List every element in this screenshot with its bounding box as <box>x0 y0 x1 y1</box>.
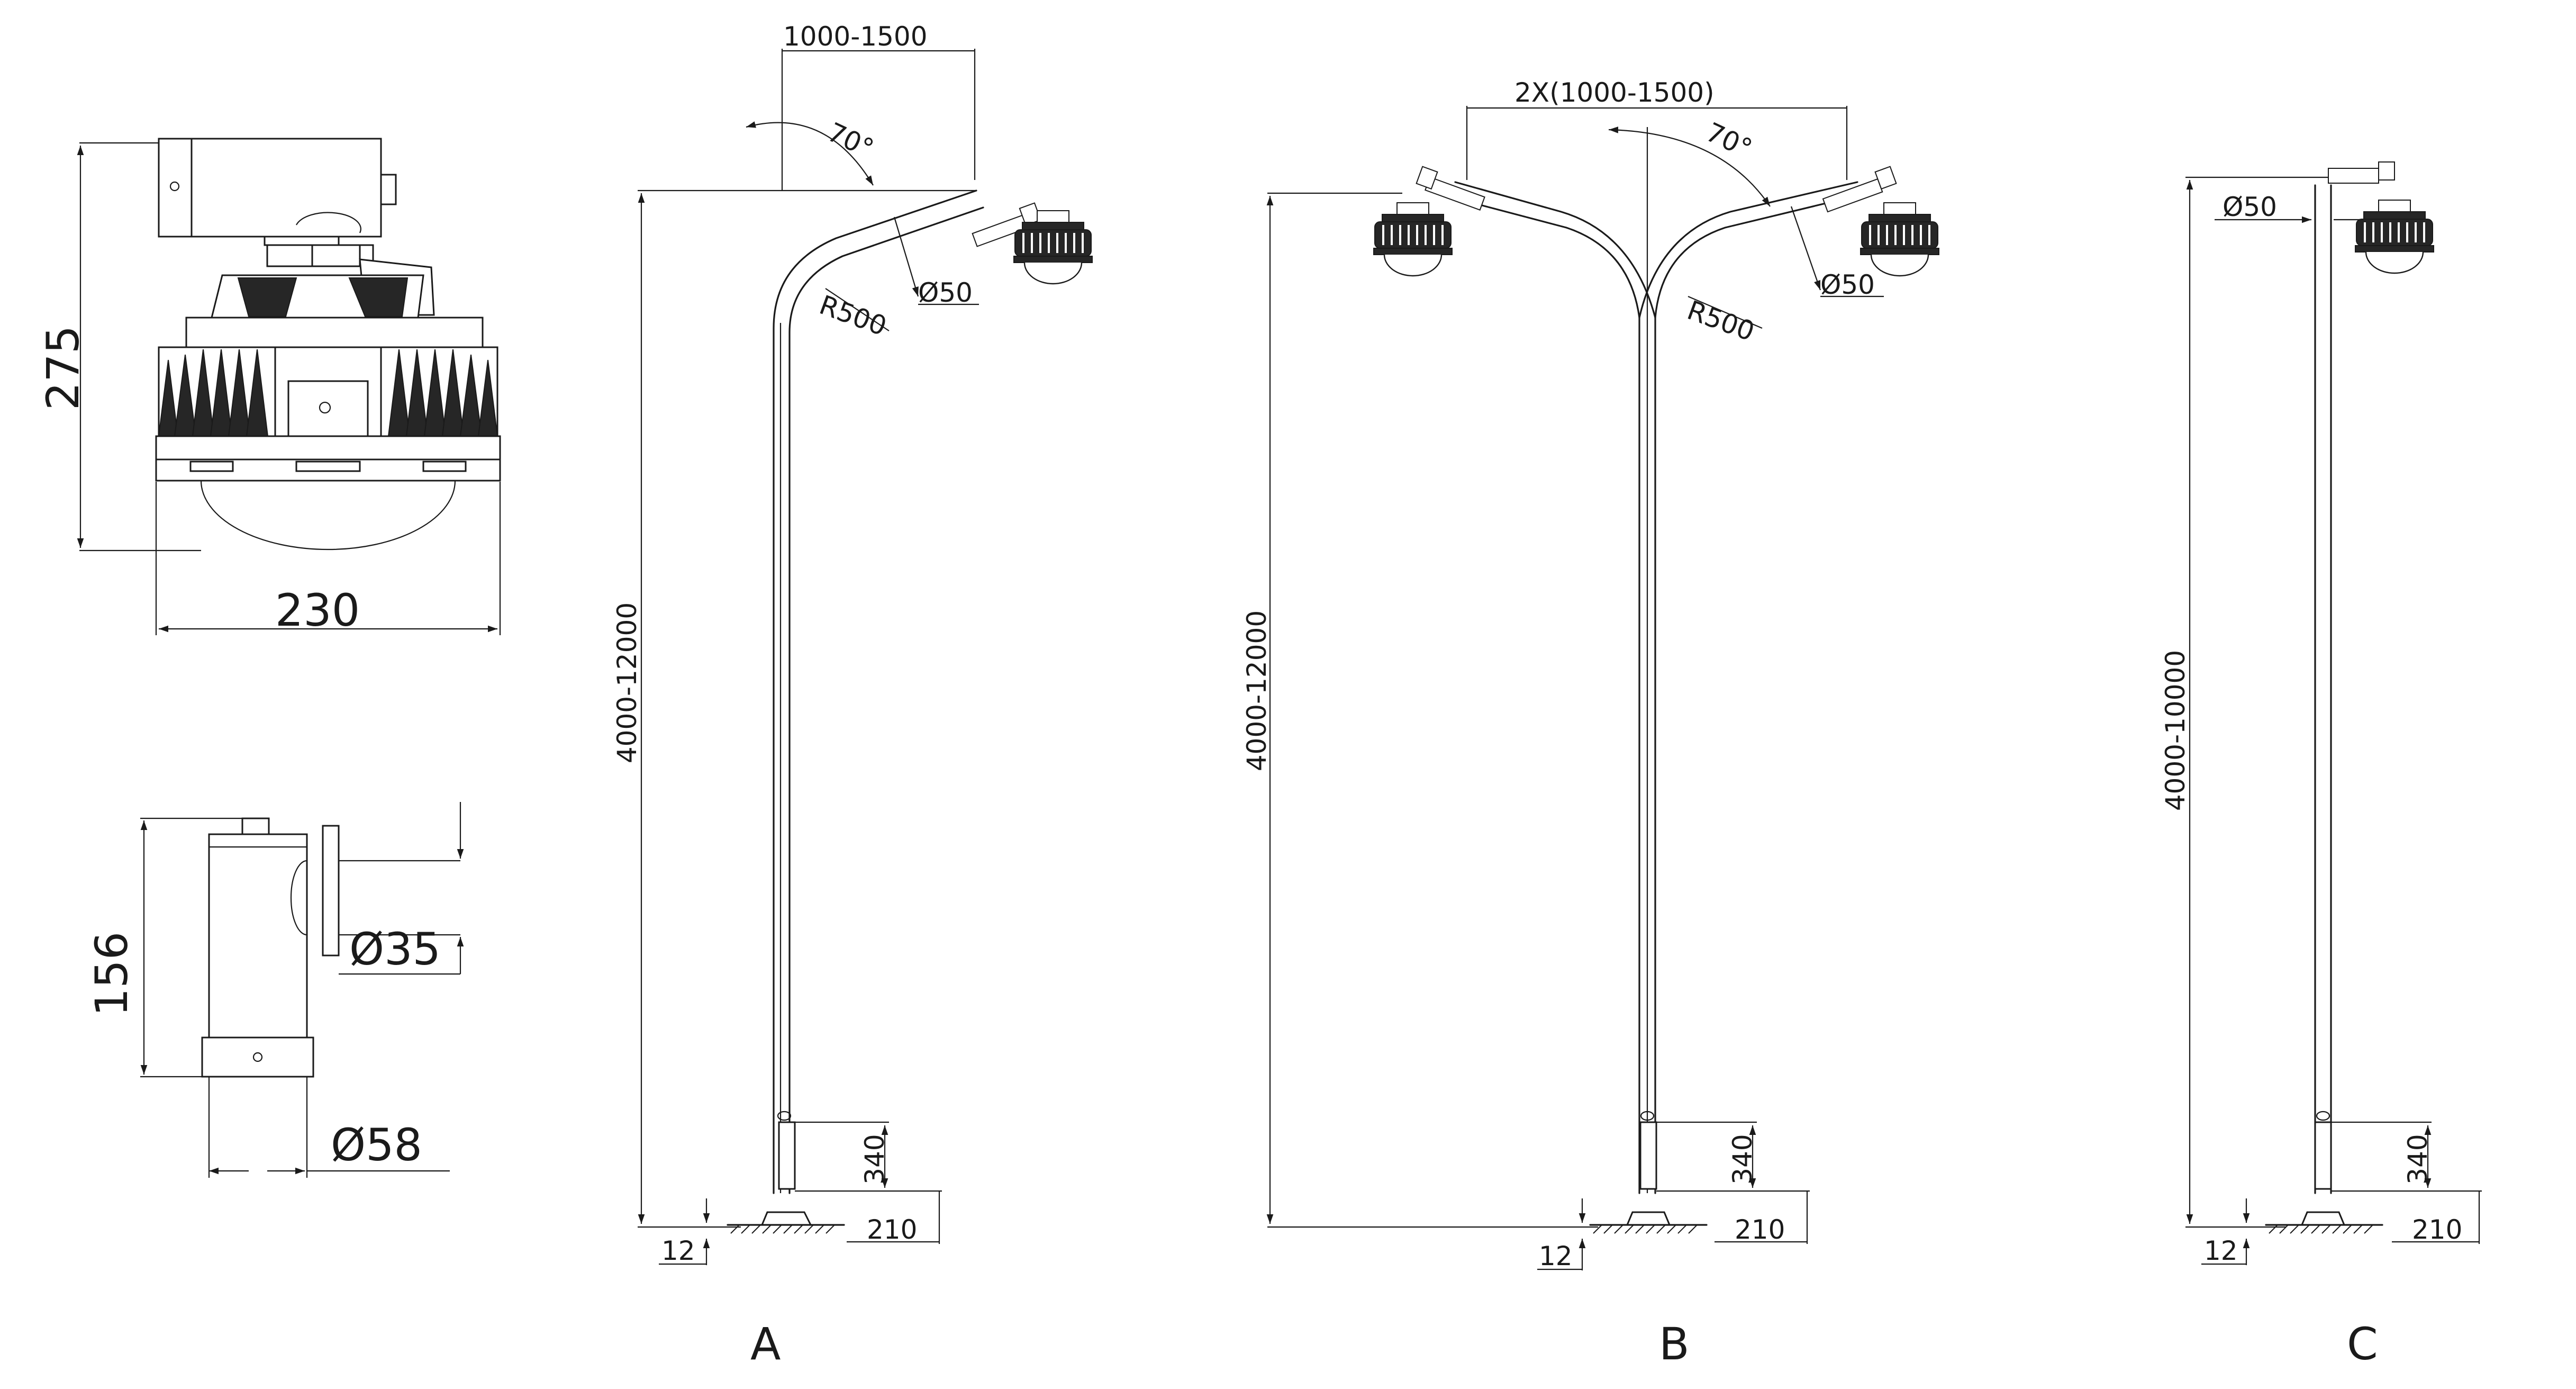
pole-b-foot-label: 210 <box>1735 1214 1785 1245</box>
fixture-width-label: 230 <box>275 584 360 636</box>
pole-b-base-label: 340 <box>1727 1134 1758 1184</box>
pole-c-dia-label: Ø50 <box>2223 192 2277 222</box>
pole-b: 2X(1000-1500) 70° Ø50 R500 4000-12000 34… <box>1241 77 1940 1370</box>
tube-dia-label: Ø58 <box>331 1119 422 1171</box>
pole-a-shaft <box>773 190 977 1194</box>
heatsink-fins <box>158 349 498 437</box>
pole-a-dia-label: Ø50 <box>918 277 973 308</box>
pole-c: Ø50 4000-10000 340 210 12 C <box>2160 161 2482 1370</box>
pole-b-height-label: 4000-12000 <box>1241 610 1272 771</box>
pole-c-base-label: 340 <box>2402 1134 2433 1184</box>
pole-a-angle-label: 70° <box>823 116 878 164</box>
pole-a-span-label: 1000-1500 <box>783 21 928 52</box>
bracket-detail-view: Ø35 156 Ø58 <box>86 802 464 1178</box>
pole-b-caption: B <box>1659 1318 1690 1370</box>
pole-a-caption: A <box>750 1318 781 1370</box>
pole-c-caption: C <box>2347 1318 2378 1370</box>
pole-b-radius-label: R500 <box>1683 295 1758 347</box>
pole-c-height-label: 4000-10000 <box>2160 650 2191 811</box>
fixture-front-view: 275 230 <box>37 138 501 636</box>
lens-dome <box>200 480 456 551</box>
pole-c-foot-label: 210 <box>2412 1214 2462 1245</box>
bracket-height-label: 156 <box>86 932 138 1016</box>
pole-b-dia-label: Ø50 <box>1820 269 1875 300</box>
pipe-dia-label: Ø35 <box>349 923 441 975</box>
pole-a-height-label: 4000-12000 <box>612 602 642 763</box>
pole-b-angle-label: 70° <box>1701 116 1757 164</box>
pole-c-plate-label: 12 <box>2204 1235 2238 1266</box>
pole-a-foot-label: 210 <box>867 1214 917 1245</box>
bracket-tube-side <box>208 833 308 1047</box>
pole-b-plate-label: 12 <box>1539 1241 1573 1271</box>
bracket-tube <box>158 138 382 238</box>
pole-a-radius-label: R500 <box>815 290 891 342</box>
pole-a-base-label: 340 <box>859 1134 890 1184</box>
pole-a-plate-label: 12 <box>661 1235 695 1266</box>
pole-b-span-label: 2X(1000-1500) <box>1514 77 1715 108</box>
fixture-height-label: 275 <box>37 326 89 410</box>
pole-a: 1000-1500 70° Ø50 R500 4000-12000 340 21… <box>612 21 1093 1370</box>
